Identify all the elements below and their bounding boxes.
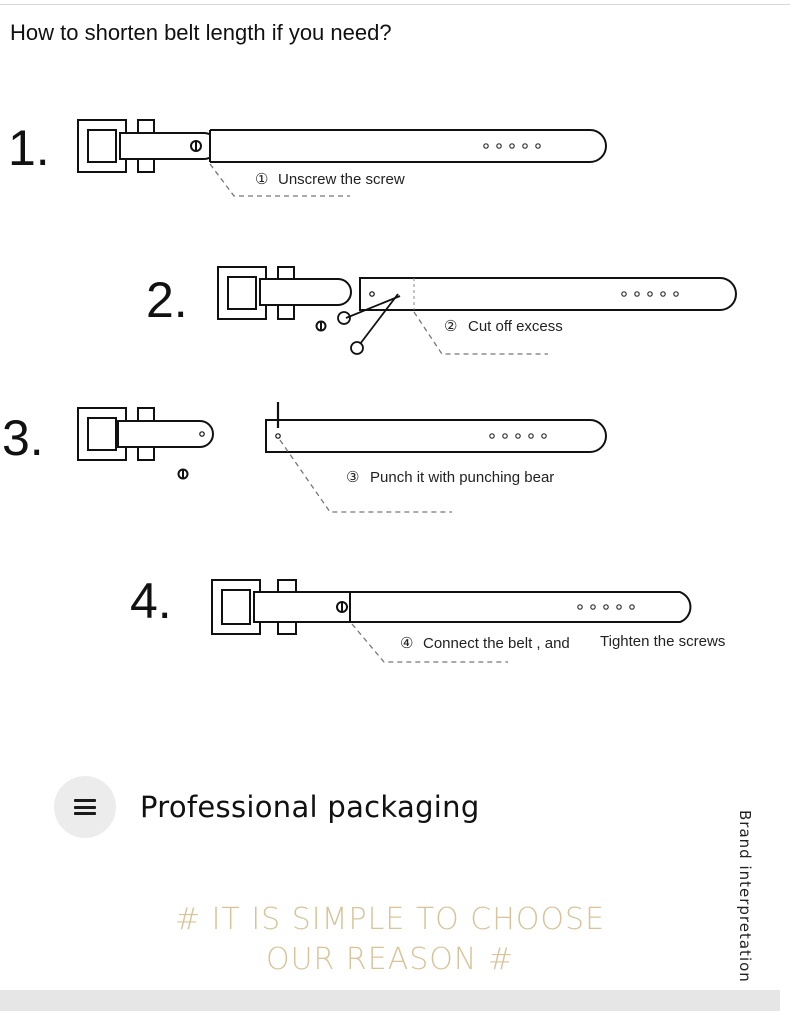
step-3-circled-number: ③ <box>346 469 359 486</box>
step-1-belt-holes <box>483 143 541 149</box>
step-4-belt-holes <box>577 604 635 610</box>
step-4-caption: Connect the belt , and <box>423 635 570 652</box>
step-4-number: 4. <box>130 573 172 629</box>
packaging-title: Professional packaging <box>140 790 480 824</box>
packaging-section: Professional packaging <box>54 776 480 838</box>
step-1-circled-number: ① <box>255 171 268 188</box>
slogan-line-2: OUR REASON # <box>265 942 515 977</box>
step-2-leader-line <box>413 311 548 355</box>
step-4-circled-number: ④ <box>400 635 413 652</box>
step-4-leader-line <box>351 623 508 663</box>
menu-button[interactable] <box>54 776 116 838</box>
step-3-buckle-illustration <box>77 407 214 480</box>
step-1-buckle-illustration <box>77 119 607 173</box>
step-3-belt-holes <box>489 433 547 439</box>
step-3-caption: Punch it with punching bear <box>370 469 554 486</box>
step-3: 3. ③ Punch it with punching bear <box>2 402 607 513</box>
brand-interpretation-label: Brand interpretation <box>736 810 754 983</box>
step-1: 1. ① Unscrew the screw <box>8 119 607 197</box>
step-1-caption: Unscrew the screw <box>278 171 405 188</box>
step-2-belt-holes <box>621 291 679 297</box>
step-2-belt-strap <box>359 277 737 311</box>
step-2-circled-number: ② <box>444 318 457 335</box>
step-2: 2. ② Cut off excess <box>146 266 737 355</box>
step-2-buckle-illustration <box>217 266 352 332</box>
step-3-leader-line <box>279 439 452 513</box>
step-4-buckle-illustration <box>211 579 692 635</box>
step-4: 4. ④ Connect the belt , and Tighten the … <box>130 573 725 663</box>
page-title: How to shorten belt length if you need? <box>10 20 392 45</box>
belt-shortening-diagram: 1. ① Unscrew the screw 2. <box>2 119 737 663</box>
step-1-leader-line <box>209 163 350 197</box>
slogan-line-1: # IT IS SIMPLE TO CHOOSE <box>174 902 606 937</box>
step-1-number: 1. <box>8 120 50 176</box>
step-4-caption-extra: Tighten the screws <box>600 633 725 650</box>
step-2-caption: Cut off excess <box>468 318 563 335</box>
top-divider <box>0 4 790 5</box>
menu-icon <box>74 799 96 815</box>
step-3-number: 3. <box>2 410 44 466</box>
bottom-band <box>0 990 790 1011</box>
step-2-number: 2. <box>146 272 188 328</box>
step-3-belt-strap <box>265 402 607 453</box>
slogan: # IT IS SIMPLE TO CHOOSE OUR REASON # <box>120 900 660 980</box>
scissors-icon <box>337 293 401 355</box>
